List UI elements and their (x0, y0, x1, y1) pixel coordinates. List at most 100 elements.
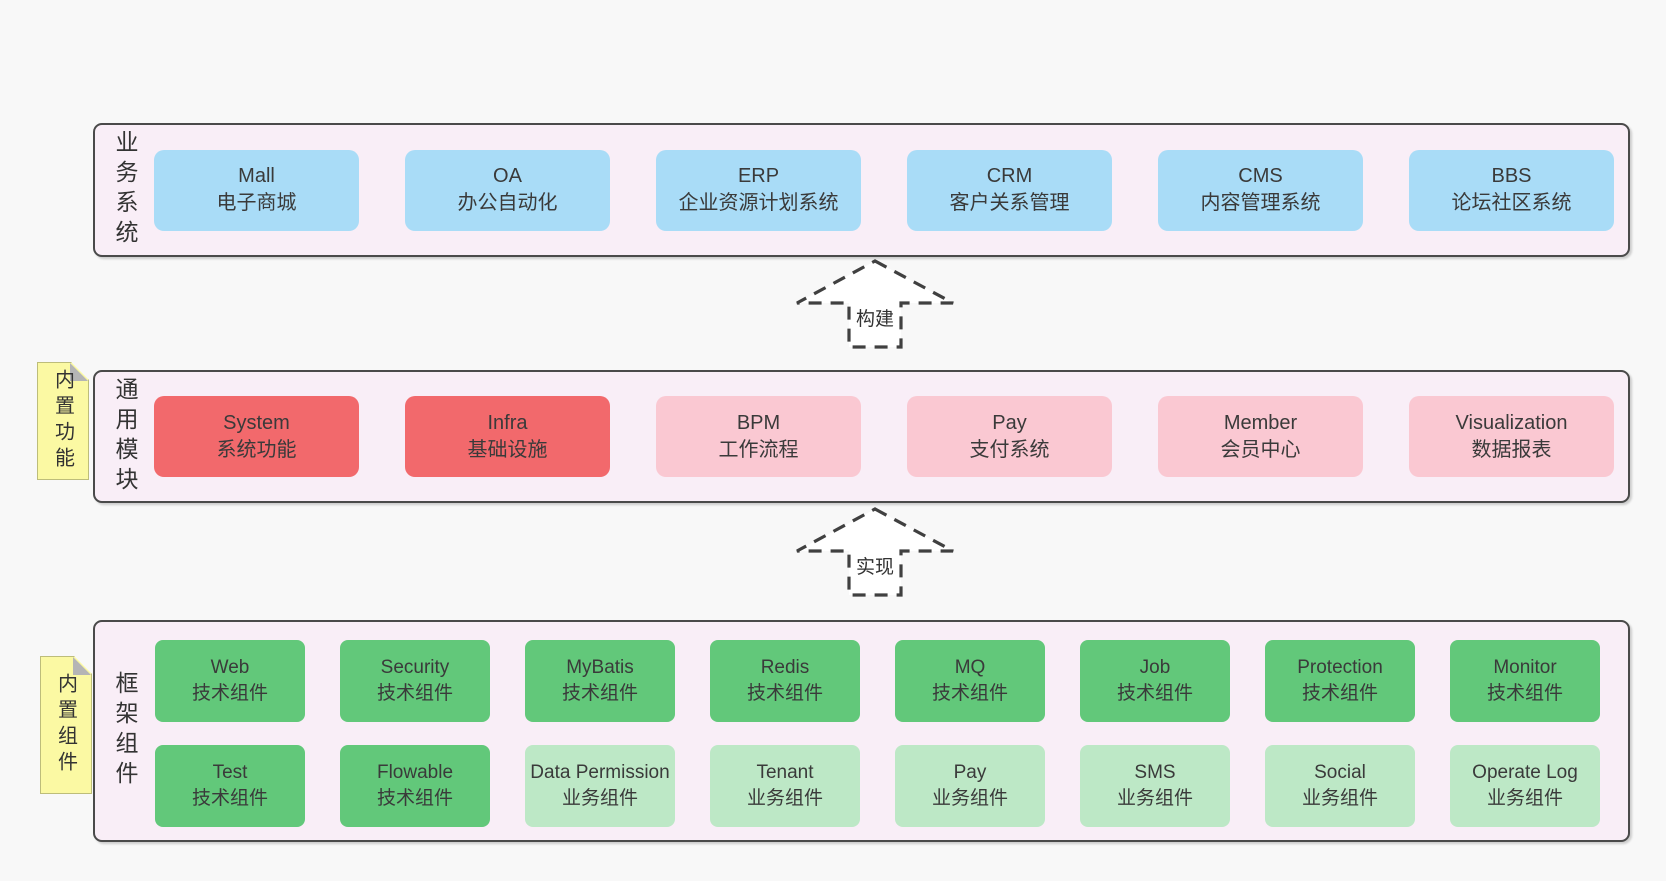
box-subtitle: 业务组件 (746, 788, 823, 809)
box-subtitle: 技术组件 (376, 788, 453, 809)
box-subtitle: 业务组件 (1116, 788, 1193, 809)
box-title: Member (1223, 411, 1298, 434)
box-visualization: Visualization 数据报表 (1409, 396, 1614, 477)
box-title: Redis (760, 657, 810, 678)
box-subtitle: 技术组件 (561, 683, 638, 704)
box-tenant: Tenant 业务组件 (710, 745, 860, 827)
sticky-built-in-components: 内置组件 (40, 656, 92, 794)
box-subtitle: 支付系统 (969, 438, 1050, 461)
box-test: Test 技术组件 (155, 745, 305, 827)
arrow-build: 构建 (790, 258, 960, 350)
box-title: Security (380, 657, 450, 678)
box-redis: Redis 技术组件 (710, 640, 860, 722)
box-title: Data Permission (530, 762, 670, 783)
box-title: Monitor (1493, 657, 1557, 678)
box-title: Visualization (1455, 411, 1568, 434)
box-subtitle: 技术组件 (191, 683, 268, 704)
box-title: CRM (986, 165, 1033, 187)
box-subtitle: 内容管理系统 (1200, 192, 1321, 214)
box-title: ERP (737, 165, 780, 187)
box-bpm: BPM 工作流程 (656, 396, 861, 477)
layer-label-framework-components: 框架组件 (112, 671, 138, 791)
box-title: CMS (1238, 165, 1283, 187)
box-subtitle: 业务组件 (931, 788, 1008, 809)
box-title: BBS (1491, 165, 1532, 187)
box-crm: CRM 客户关系管理 (907, 149, 1112, 231)
layer-business-systems: 业务系统 Mall 电子商城 OA 办公自动化 ERP 企业资源计划系统 CRM 客户关系管理… (93, 123, 1630, 257)
sticky-built-in-components-label: 内置组件 (54, 673, 77, 777)
arrow-build-label: 构建 (853, 304, 897, 331)
box-subtitle: 基础设施 (467, 438, 548, 461)
box-subtitle: 企业资源计划系统 (678, 192, 839, 214)
box-title: Flowable (376, 762, 454, 783)
box-bbs: BBS 论坛社区系统 (1409, 149, 1614, 231)
box-title: Test (212, 762, 248, 783)
box-mall: Mall 电子商城 (154, 149, 359, 231)
box-flowable: Flowable 技术组件 (340, 745, 490, 827)
box-title: Protection (1297, 657, 1383, 678)
box-subtitle: 技术组件 (376, 683, 453, 704)
box-title: Social (1314, 762, 1366, 783)
box-cms: CMS 内容管理系统 (1158, 149, 1363, 231)
common-modules-boxes: System 系统功能 Infra 基础设施 BPM 工作流程 Pay 支付系统 Member 会… (154, 372, 1620, 501)
box-social: Social 业务组件 (1265, 745, 1415, 827)
box-title: SMS (1134, 762, 1176, 783)
box-subtitle: 业务组件 (1486, 788, 1563, 809)
sticky-built-in-functions-label: 内置功能 (51, 369, 74, 473)
box-subtitle: 电子商城 (216, 192, 297, 214)
box-title: Infra (487, 411, 528, 434)
box-subtitle: 系统功能 (216, 438, 297, 461)
box-infra: Infra 基础设施 (405, 396, 610, 477)
box-system: System 系统功能 (154, 396, 359, 477)
box-title: MyBatis (566, 657, 634, 678)
box-subtitle: 技术组件 (1116, 683, 1193, 704)
box-title: Tenant (756, 762, 814, 783)
box-title: Mall (238, 165, 275, 187)
box-web: Web 技术组件 (155, 640, 305, 722)
sticky-built-in-functions: 内置功能 (37, 362, 89, 480)
box-subtitle: 办公自动化 (457, 192, 558, 214)
box-mybatis: MyBatis 技术组件 (525, 640, 675, 722)
box-subtitle: 论坛社区系统 (1451, 192, 1572, 214)
box-monitor: Monitor 技术组件 (1450, 640, 1600, 722)
box-title: Pay (992, 411, 1027, 434)
box-subtitle: 业务组件 (1301, 788, 1378, 809)
arrow-implement-label: 实现 (853, 552, 897, 579)
box-protection: Protection 技术组件 (1265, 640, 1415, 722)
box-subtitle: 技术组件 (746, 683, 823, 704)
box-title: Pay (953, 762, 987, 783)
box-member: Member 会员中心 (1158, 396, 1363, 477)
box-title: Web (210, 657, 250, 678)
box-security: Security 技术组件 (340, 640, 490, 722)
layer-label-common-modules: 通用模块 (112, 376, 138, 497)
box-subtitle: 技术组件 (931, 683, 1008, 704)
business-systems-boxes: Mall 电子商城 OA 办公自动化 ERP 企业资源计划系统 CRM 客户关系管理 CMS 内容… (154, 125, 1620, 255)
layer-label-business-systems: 业务系统 (112, 130, 138, 250)
box-subtitle: 技术组件 (1301, 683, 1378, 704)
box-pay: Pay 支付系统 (907, 396, 1112, 477)
box-subtitle: 业务组件 (561, 788, 638, 809)
box-pay: Pay 业务组件 (895, 745, 1045, 827)
box-operate-log: Operate Log 业务组件 (1450, 745, 1600, 827)
box-subtitle: 技术组件 (1486, 683, 1563, 704)
box-subtitle: 工作流程 (718, 438, 799, 461)
box-title: BPM (736, 411, 781, 434)
box-mq: MQ 技术组件 (895, 640, 1045, 722)
box-subtitle: 客户关系管理 (949, 192, 1070, 214)
box-title: MQ (954, 657, 986, 678)
box-title: System (223, 411, 290, 434)
box-title: Operate Log (1472, 762, 1578, 783)
box-title: Job (1139, 657, 1171, 678)
box-subtitle: 数据报表 (1471, 438, 1552, 461)
box-sms: SMS 业务组件 (1080, 745, 1230, 827)
box-subtitle: 技术组件 (191, 788, 268, 809)
box-subtitle: 会员中心 (1220, 438, 1301, 461)
box-title: OA (493, 165, 522, 187)
box-erp: ERP 企业资源计划系统 (656, 149, 861, 231)
